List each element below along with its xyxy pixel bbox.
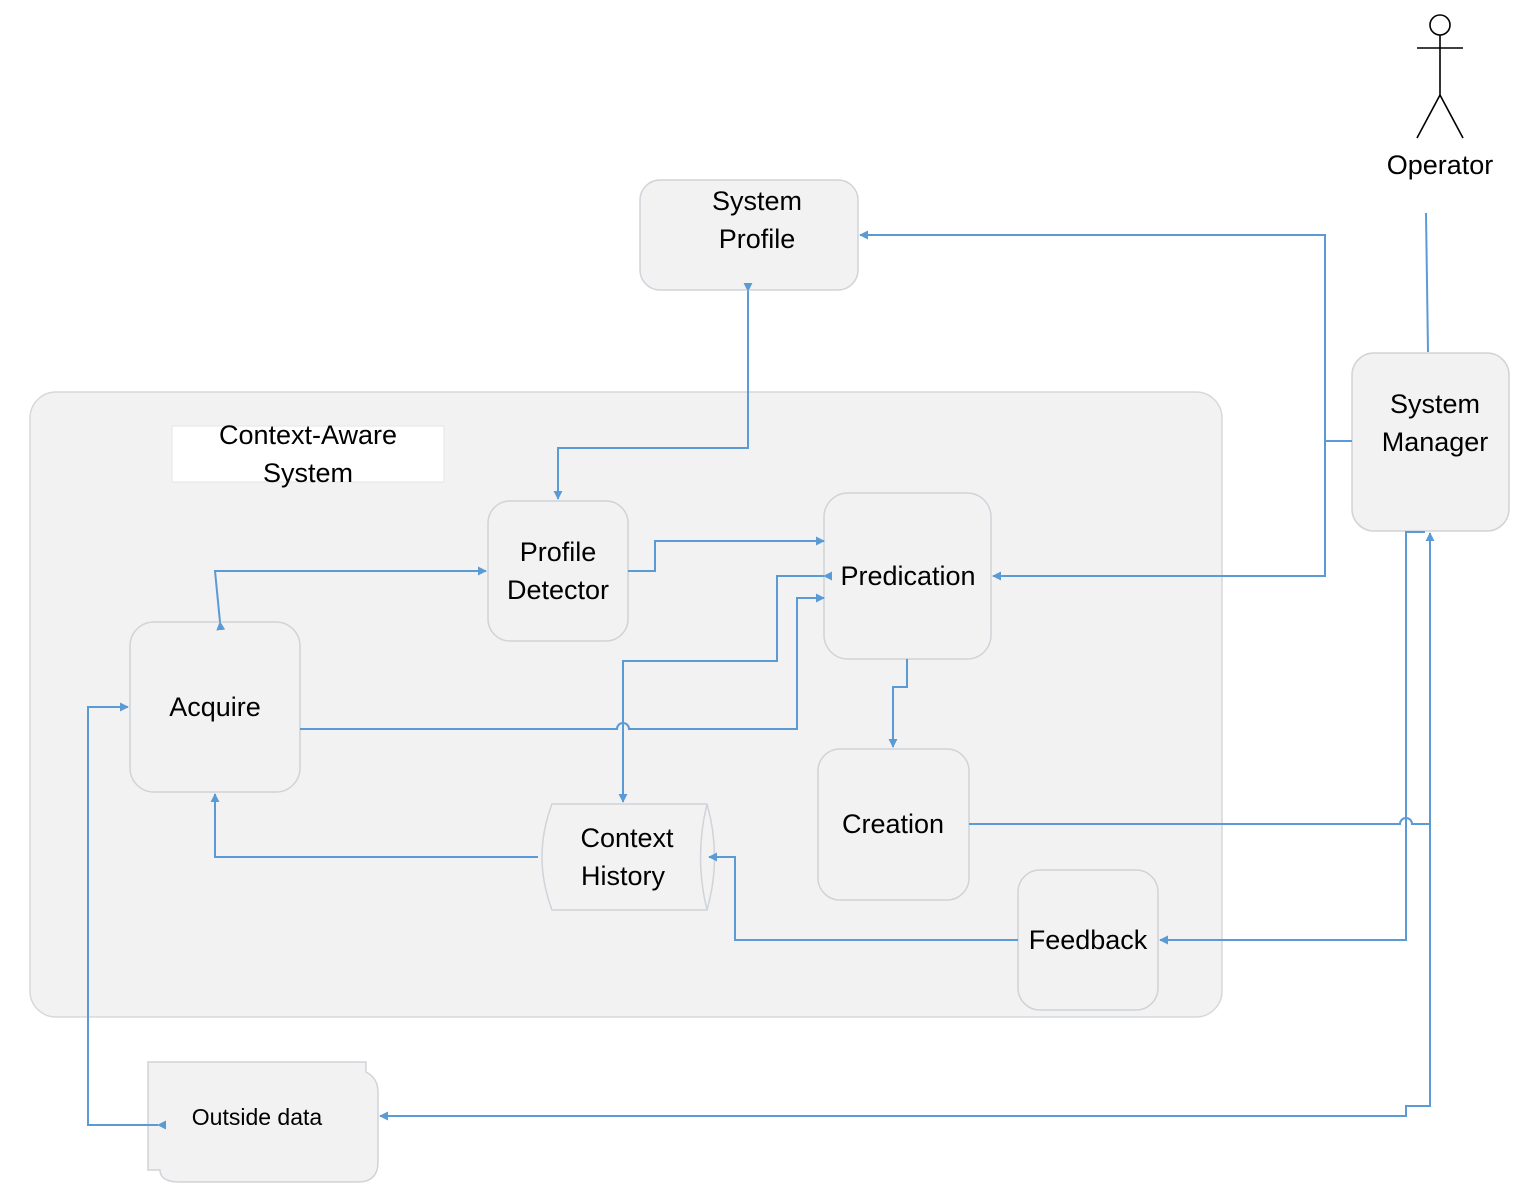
connectors [87, 212, 1435, 1130]
edge-manager-feedback [1159, 531, 1425, 945]
creation-label: Creation [842, 809, 944, 839]
edge-predication-history [618, 571, 833, 803]
edge-operator-manager [1425, 212, 1429, 353]
outside-data-node[interactable]: Outside data [147, 1061, 379, 1183]
operator-label: Operator [1387, 150, 1494, 180]
feedback-label: Feedback [1029, 925, 1148, 955]
edge-detector-predication [628, 536, 825, 572]
system-profile-line1: System [712, 186, 802, 216]
edge-outside-acquire [87, 702, 167, 1130]
system-manager-line2: Manager [1382, 427, 1489, 457]
system-profile-node[interactable]: System Profile [639, 179, 859, 291]
container-title-line2: System [263, 458, 353, 488]
predication-label: Predication [840, 561, 975, 591]
edge-acquire-detector [213, 566, 487, 631]
container-title-line1: Context-Aware [219, 420, 397, 450]
system-profile-line2: Profile [719, 224, 796, 254]
feedback-node[interactable]: Feedback [1017, 869, 1159, 1011]
container-title-box [171, 425, 445, 483]
predication-node[interactable]: Predication [823, 492, 992, 660]
context-history-line2: History [581, 861, 666, 891]
profile-detector-node[interactable]: Profile Detector [487, 500, 629, 642]
edge-feedback-history [708, 852, 1018, 941]
system-manager-line1: System [1390, 389, 1480, 419]
outside-data-label: Outside data [192, 1104, 323, 1130]
acquire-node[interactable]: Acquire [129, 621, 301, 793]
operator-actor[interactable]: Operator [1387, 14, 1494, 180]
edge-predication-creation [888, 659, 908, 748]
profile-detector-line1: Profile [520, 537, 597, 567]
edge-profile-detector [553, 282, 753, 500]
creation-node[interactable]: Creation [817, 748, 970, 901]
stick-figure-icon [1416, 14, 1464, 139]
system-manager-node[interactable]: System Manager [1351, 352, 1510, 532]
edge-manager-predication [992, 441, 1326, 581]
edge-acquire-predication [300, 593, 825, 730]
context-history-node[interactable]: Context History [541, 803, 716, 911]
acquire-label: Acquire [169, 692, 261, 722]
profile-detector-line2: Detector [507, 575, 609, 605]
edge-manager-outside [379, 824, 1431, 1121]
edge-history-acquire [210, 793, 538, 858]
context-history-line1: Context [580, 823, 674, 853]
edge-manager-system-profile [859, 230, 1352, 442]
edge-creation-manager [969, 532, 1435, 825]
